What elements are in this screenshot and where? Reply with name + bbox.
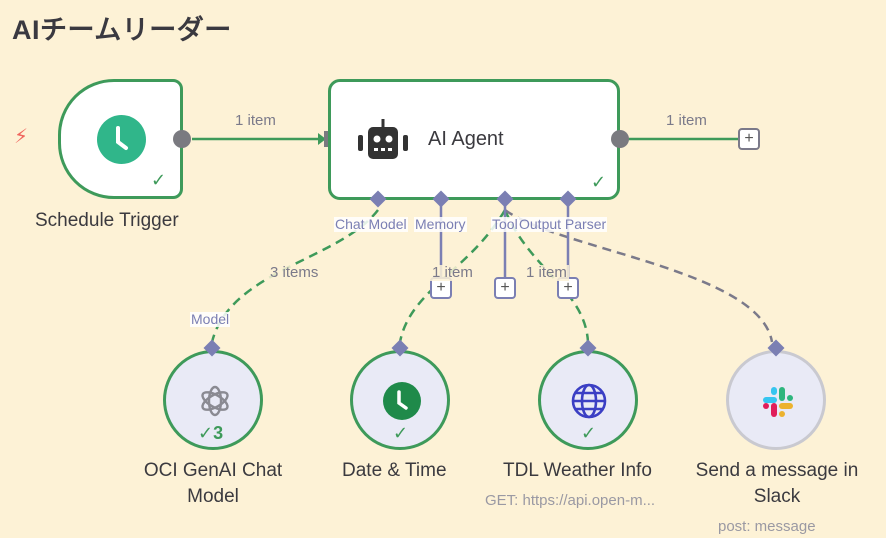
clock-icon: [383, 382, 421, 420]
port-label-chat-model: Chat Model: [334, 216, 408, 232]
date-time-node[interactable]: ✓: [350, 350, 450, 450]
robot-icon: [358, 119, 408, 159]
trigger-name: Schedule Trigger: [35, 210, 179, 231]
slack-icon: [763, 387, 793, 417]
success-check-icon: ✓: [591, 172, 607, 192]
port-label-tool: Tool: [491, 216, 519, 232]
slack-name-line2: Slack: [753, 486, 801, 507]
chat-model-name-line1: OCI GenAI Chat: [143, 460, 283, 481]
trigger-bolt-icon: ⚡: [14, 126, 29, 148]
edge-label: 3 items: [268, 264, 321, 281]
slack-name: Send a message in Slack: [682, 458, 872, 510]
add-output-parser-button[interactable]: +: [557, 277, 579, 299]
edge-label: 1 item: [524, 264, 569, 281]
globe-icon: [571, 383, 607, 419]
chat-model-name: OCI GenAI Chat Model: [134, 458, 292, 510]
success-check-icon: ✓3: [198, 423, 224, 443]
agent-output-handle[interactable]: [611, 130, 629, 148]
ai-agent-node[interactable]: AI Agent ✓: [328, 79, 620, 200]
add-tool-button[interactable]: +: [494, 277, 516, 299]
date-time-name: Date & Time: [342, 460, 447, 481]
edge-label: 1 item: [664, 112, 709, 129]
chat-model-name-line2: Model: [187, 486, 239, 507]
port-label-memory: Memory: [414, 216, 467, 232]
weather-subtitle: GET: https://api.open-m...: [485, 492, 656, 509]
edge-arrowhead: [318, 133, 326, 145]
success-check-icon: ✓: [581, 423, 597, 443]
slack-subtitle: post: message: [718, 518, 816, 535]
port-label-output-parser: Output Parser: [518, 216, 608, 232]
agent-name: AI Agent: [428, 128, 504, 150]
clock-icon: [97, 115, 146, 164]
trigger-output-handle[interactable]: [173, 130, 191, 148]
slack-node[interactable]: [726, 350, 826, 450]
slack-name-line1: Send a message in: [695, 460, 859, 481]
port-label-model: Model: [190, 311, 231, 327]
schedule-trigger-node[interactable]: ✓: [58, 79, 183, 199]
weather-name: TDL Weather Info: [503, 460, 652, 481]
add-node-button[interactable]: +: [738, 128, 760, 150]
success-check-icon: ✓: [393, 423, 409, 443]
weather-node[interactable]: ✓: [538, 350, 638, 450]
workflow-title: AIチームリーダー: [12, 15, 232, 45]
edge-label: 1 item: [233, 112, 278, 129]
success-check-icon: ✓: [151, 170, 167, 190]
openai-icon: [201, 385, 229, 417]
chat-model-node[interactable]: ✓3: [163, 350, 263, 450]
edge-label: 1 item: [430, 264, 475, 281]
